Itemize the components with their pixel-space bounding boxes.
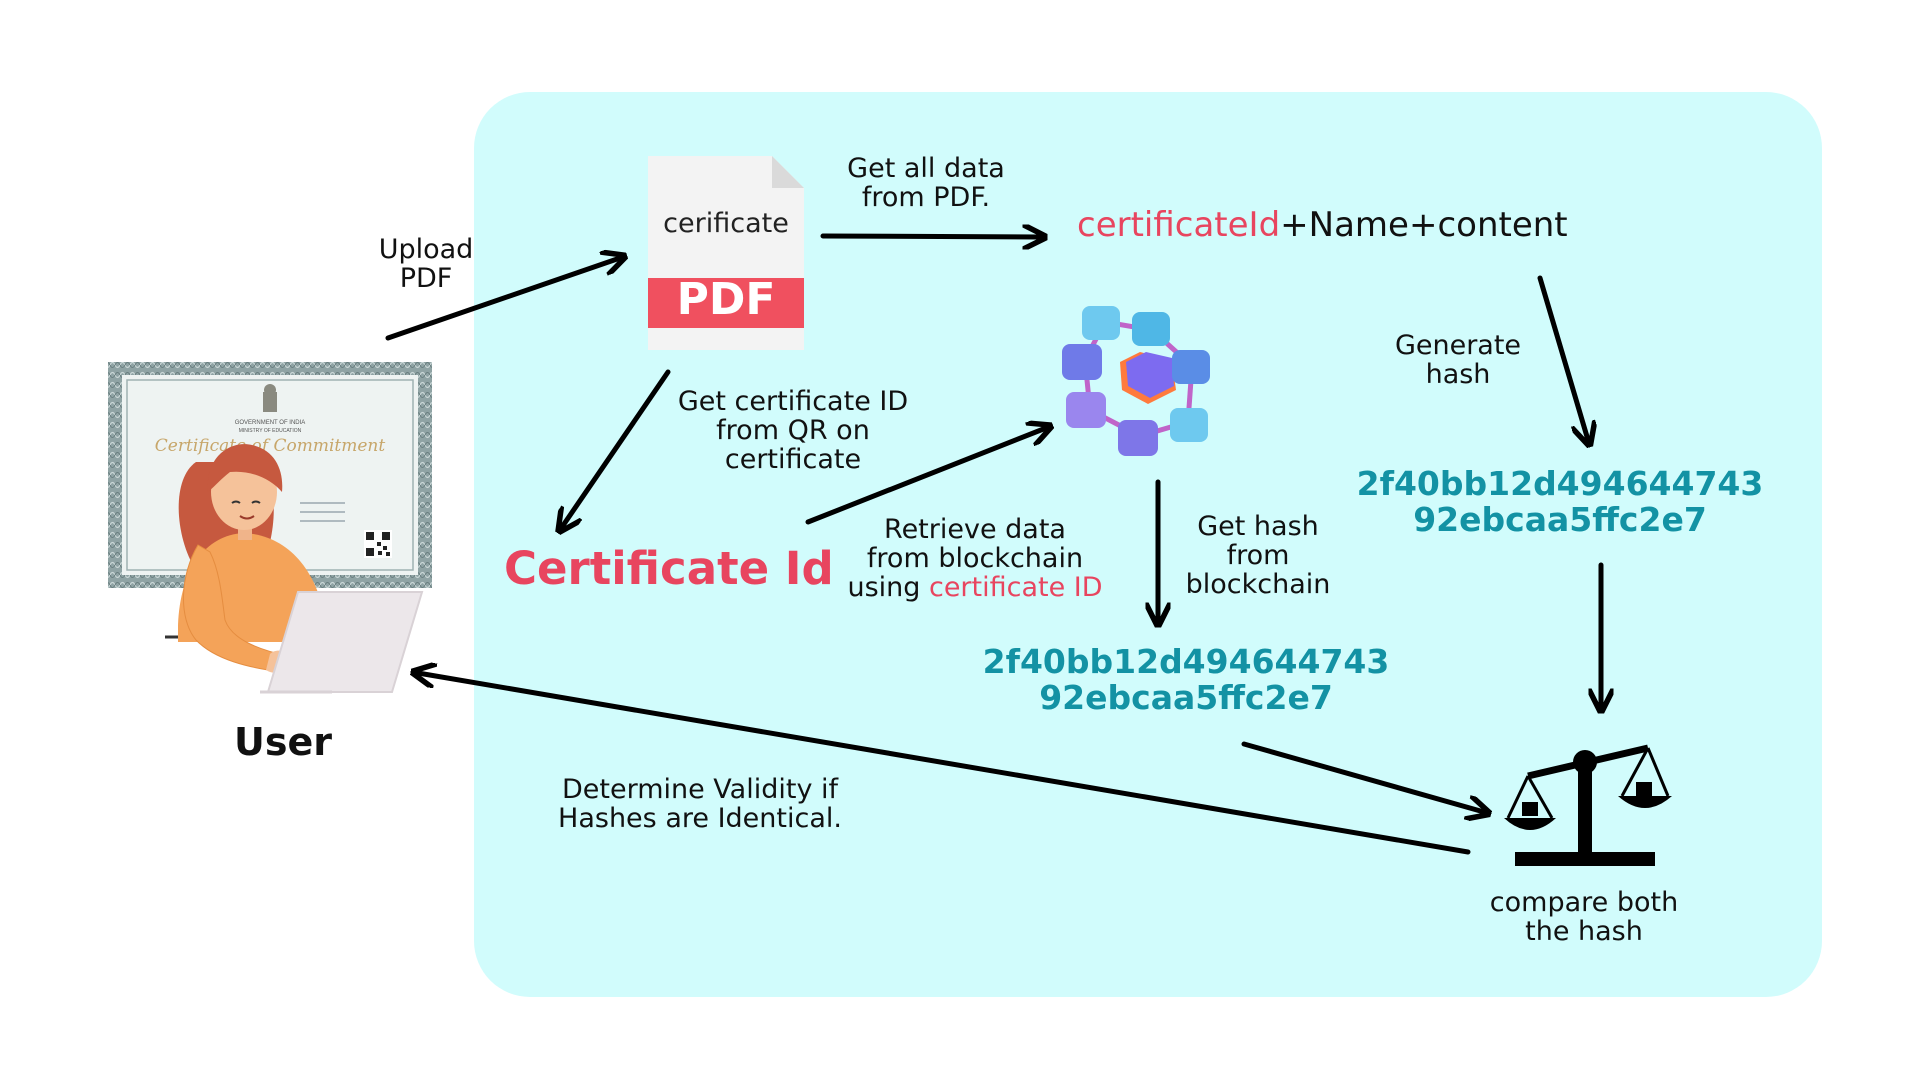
pdf-doc-label: cerificate <box>663 208 789 239</box>
retrieve-data-label: Retrieve data from blockchain using cert… <box>847 514 1103 604</box>
arrow-get-cert-id <box>562 369 671 527</box>
generated-hash: 2f40bb12d494644743 92ebcaa5ffc2e7 <box>1356 464 1764 540</box>
arrow-retrieve <box>805 428 1046 525</box>
hash-input-formula: certificateId+Name+content <box>1077 205 1568 245</box>
upload-pdf-label: Upload PDF <box>378 234 474 295</box>
get-certificate-id-label: Get certificate ID from QR on certificat… <box>677 386 909 476</box>
validity-label: Determine Validity if Hashes are Identic… <box>558 774 842 835</box>
cert-script-title: Certificate of Commitment <box>155 436 386 456</box>
get-hash-label: Get hash from blockchain <box>1185 511 1331 601</box>
arrow-upload <box>385 258 620 341</box>
user-illustration <box>165 444 424 694</box>
qr-code-icon <box>364 530 392 558</box>
pdf-band-label: PDF <box>676 274 776 325</box>
emblem-icon <box>263 384 277 412</box>
arrow-get-data <box>820 236 1040 237</box>
arrow-validity <box>418 673 1471 855</box>
arrow-to-compare-left <box>1241 741 1484 812</box>
arrow-generate-hash <box>1537 275 1588 440</box>
retrieve-certificate-id-highlight: certificate ID <box>928 572 1103 604</box>
certificate-id-label: Certificate Id <box>504 542 834 595</box>
cert-issuer-line: GOVERNMENT OF INDIA <box>235 420 306 426</box>
balance-scale-icon <box>1504 744 1672 866</box>
blockchain-hash: 2f40bb12d494644743 92ebcaa5ffc2e7 <box>982 642 1390 718</box>
formula-rest: +Name+content <box>1280 205 1568 245</box>
generate-hash-label: Generate hash <box>1394 330 1522 391</box>
pdf-file-icon <box>648 156 804 350</box>
formula-certificate-id: certificateId <box>1077 205 1281 245</box>
cert-ministry-line: MINISTRY OF EDUCATION <box>239 428 302 434</box>
compare-hash-label: compare both the hash <box>1489 887 1679 948</box>
user-label: User <box>234 720 332 764</box>
get-all-data-label: Get all data from PDF. <box>847 153 1005 214</box>
blockchain-icon <box>1062 306 1210 456</box>
